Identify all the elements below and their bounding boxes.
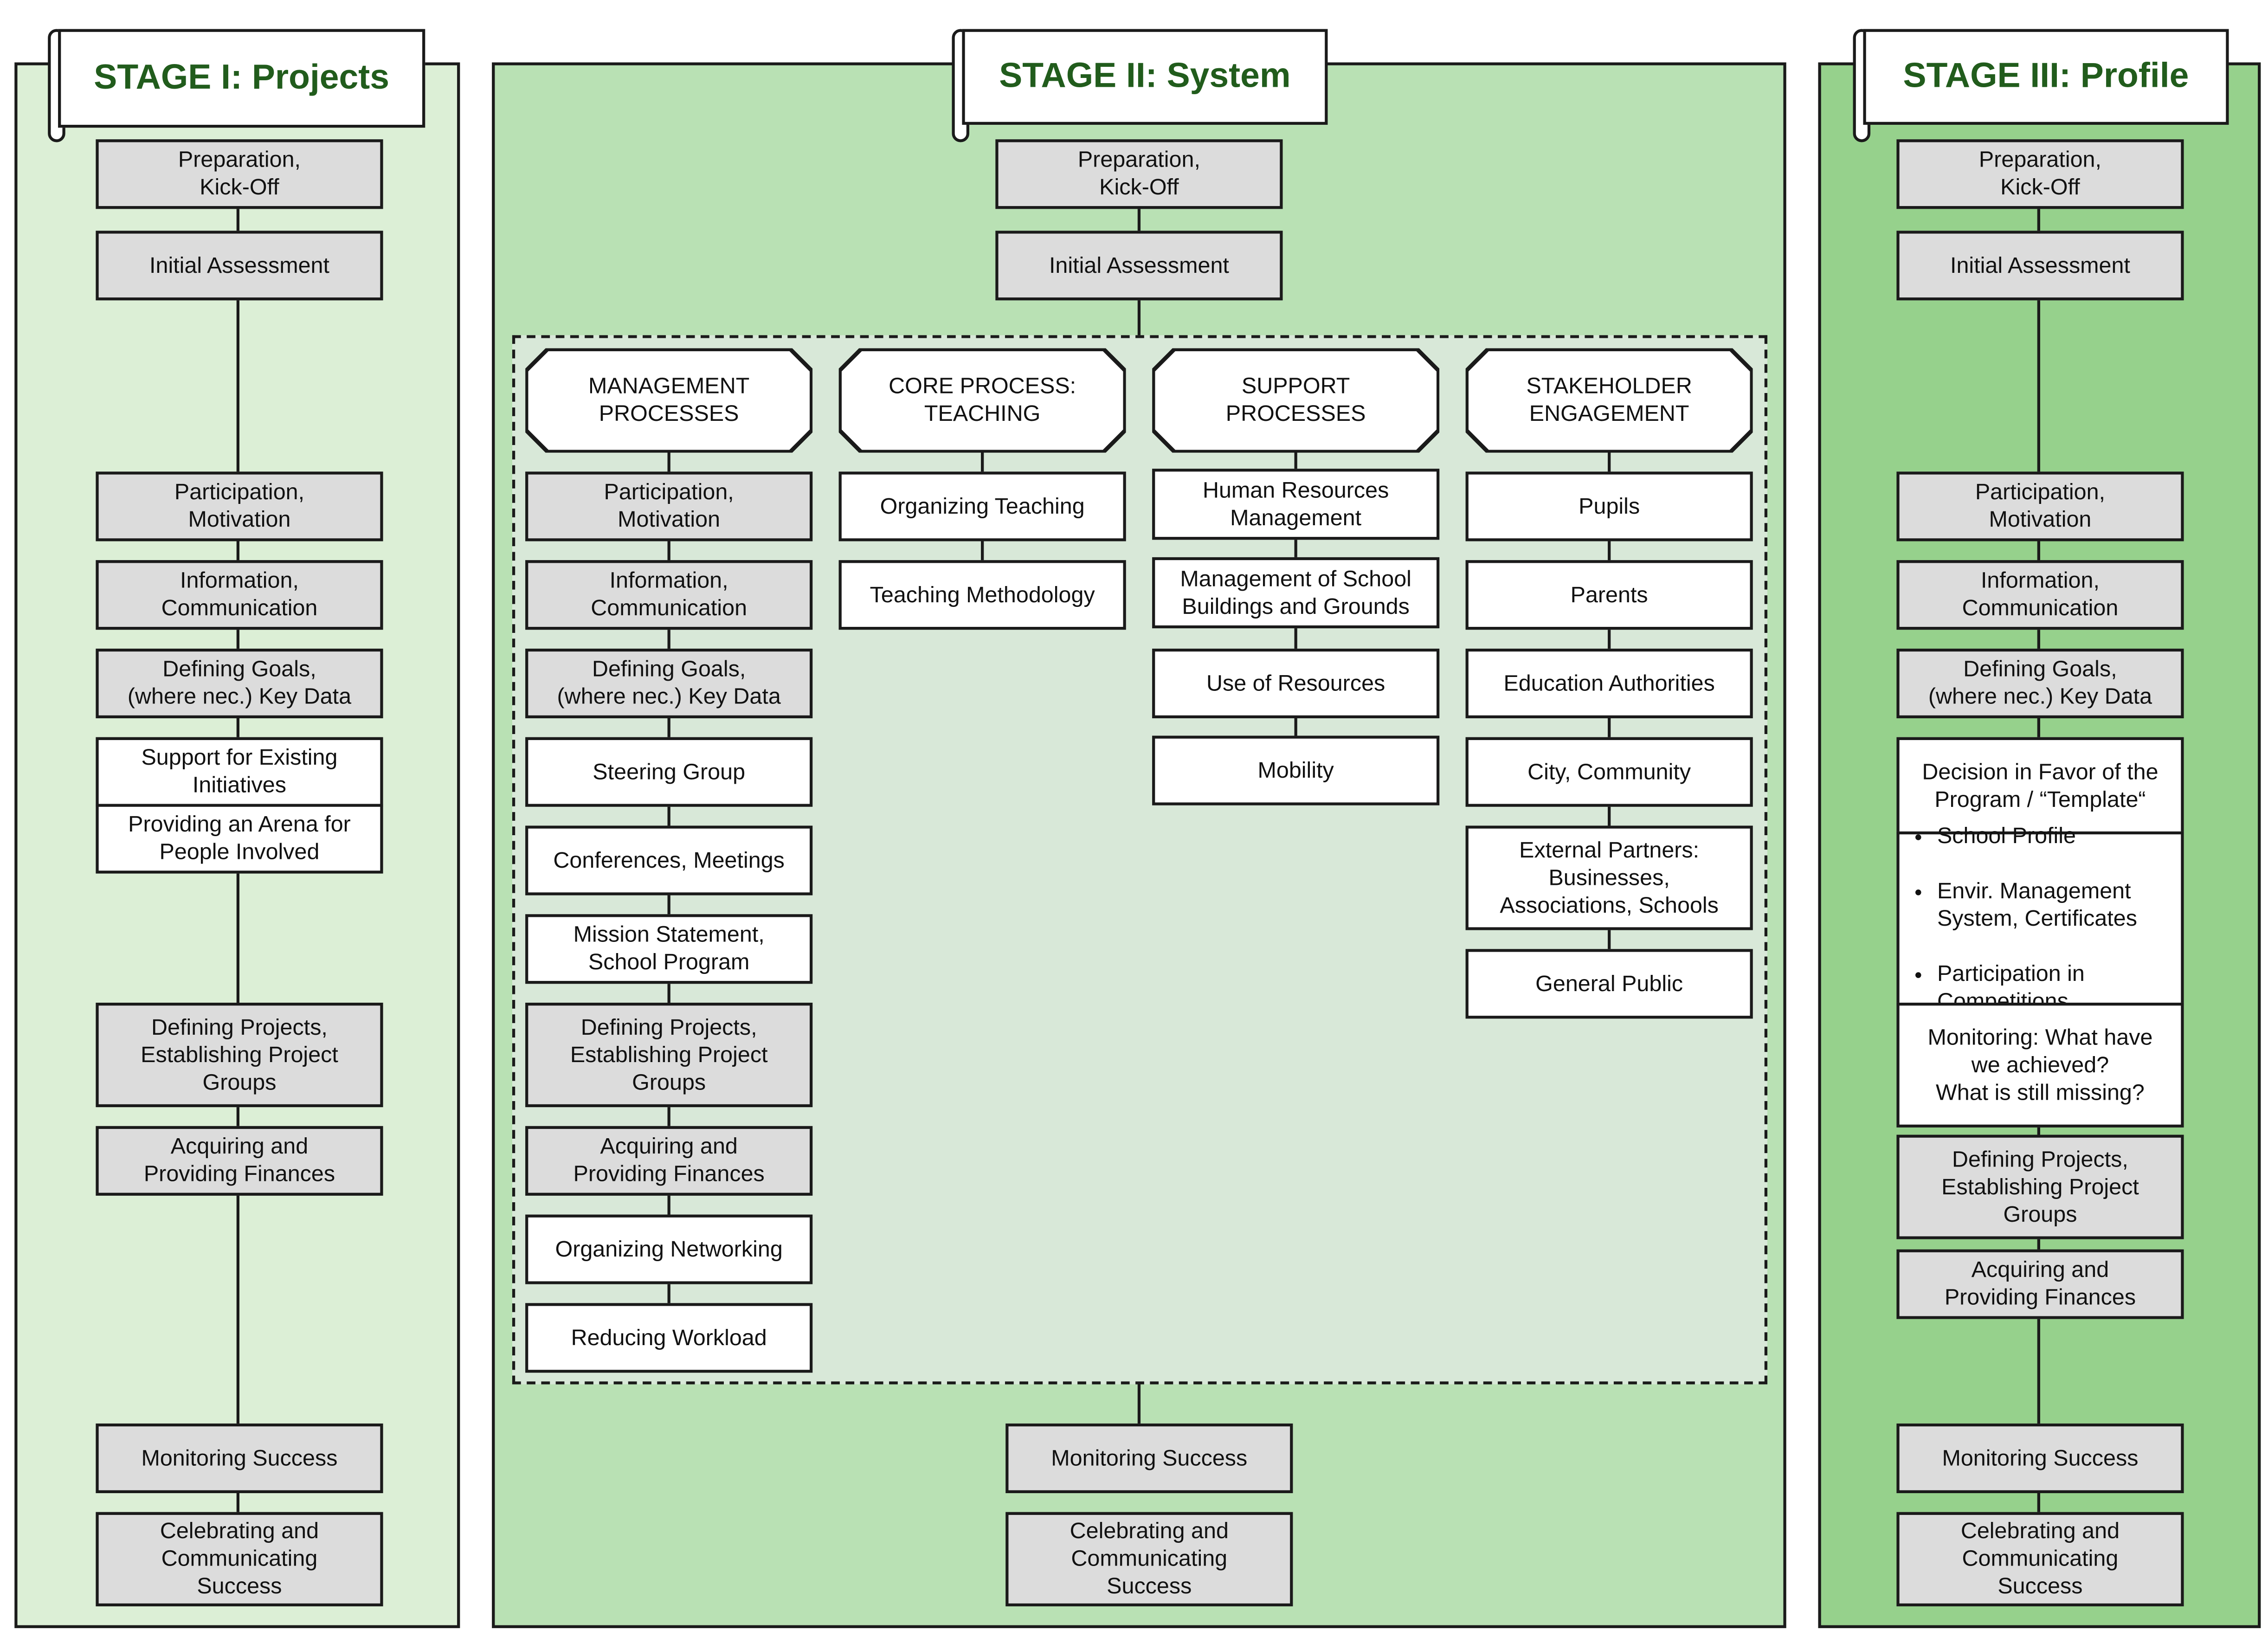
stage1-defining-projects-box: Defining Projects, Establishing Project … (96, 1002, 383, 1108)
stage2-initial-assessment-box: Initial Assessment (995, 231, 1283, 301)
stage1-title: STAGE I: Projects (58, 29, 425, 128)
stage3-defining-goals-box: Defining Goals, (where nec.) Key Data (1896, 648, 2184, 719)
management-item: Mission Statement, School Program (525, 914, 813, 984)
management-item: Reducing Workload (525, 1303, 813, 1373)
stage3-profile-list-box: School Profile Envir. Management System,… (1896, 824, 2184, 1013)
support-item: Mobility (1152, 735, 1440, 806)
management-item: Acquiring and Providing Finances (525, 1126, 813, 1196)
stage2-celebrating-box: Celebrating and Communicating Success (1005, 1512, 1293, 1606)
stakeholder-item: Education Authorities (1465, 648, 1753, 719)
management-item: Participation, Motivation (525, 471, 813, 541)
management-item: Conferences, Meetings (525, 825, 813, 896)
profile-list-item: School Profile (1937, 822, 2137, 850)
stage1-initial-assessment-box: Initial Assessment (96, 231, 383, 301)
stage3-monitoring-box: Monitoring Success (1896, 1423, 2184, 1493)
stakeholder-item: Parents (1465, 560, 1753, 630)
stage3-defining-projects-box: Defining Projects, Establishing Project … (1896, 1134, 2184, 1239)
stage3-finances-box: Acquiring and Providing Finances (1896, 1249, 2184, 1319)
management-item: Information, Communication (525, 560, 813, 630)
stage3-profile-list: School Profile Envir. Management System,… (1905, 794, 2137, 1043)
management-item: Organizing Networking (525, 1214, 813, 1284)
stage3-decision-box: Decision in Favor of the Program / “Temp… (1896, 737, 2184, 835)
management-item: Steering Group (525, 737, 813, 807)
stakeholder-item: City, Community (1465, 737, 1753, 807)
stage3-title: STAGE III: Profile (1863, 29, 2229, 125)
management-item: Defining Goals, (where nec.) Key Data (525, 648, 813, 719)
stage3-celebrating-box: Celebrating and Communicating Success (1896, 1512, 2184, 1606)
stage2-bottom-connector (1137, 1381, 1141, 1428)
stage2-preparation-box: Preparation, Kick-Off (995, 139, 1283, 209)
stage1-participation-box: Participation, Motivation (96, 471, 383, 541)
stage1-information-box: Information, Communication (96, 560, 383, 630)
core-item: Teaching Methodology (838, 560, 1126, 630)
stage3-participation-box: Participation, Motivation (1896, 471, 2184, 541)
stage1-defining-goals-box: Defining Goals, (where nec.) Key Data (96, 648, 383, 719)
stage1-monitoring-box: Monitoring Success (96, 1423, 383, 1493)
stakeholder-header: STAKEHOLDER ENGAGEMENT (1469, 351, 1750, 450)
stage1-preparation-box: Preparation, Kick-Off (96, 139, 383, 209)
support-item: Human Resources Management (1152, 469, 1440, 540)
support-item: Management of School Buildings and Groun… (1152, 557, 1440, 629)
support-header: SUPPORT PROCESSES (1155, 351, 1437, 450)
stakeholder-item: Pupils (1465, 471, 1753, 541)
core-item: Organizing Teaching (838, 471, 1126, 541)
stakeholder-item: General Public (1465, 949, 1753, 1019)
core-header: CORE PROCESS: TEACHING (842, 351, 1123, 450)
stage2-monitoring-box: Monitoring Success (1005, 1423, 1293, 1493)
stage1-celebrating-box: Celebrating and Communicating Success (96, 1512, 383, 1606)
stage1-finances-box: Acquiring and Providing Finances (96, 1126, 383, 1196)
support-item: Use of Resources (1152, 648, 1440, 719)
stage3-information-box: Information, Communication (1896, 560, 2184, 630)
management-header: MANAGEMENT PROCESSES (528, 351, 810, 450)
stage1-support-initiatives-box: Support for Existing Initiatives (96, 737, 383, 807)
stage3-initial-assessment-box: Initial Assessment (1896, 231, 2184, 301)
stakeholder-item: External Partners: Businesses, Associati… (1465, 825, 1753, 930)
management-item: Defining Projects, Establishing Project … (525, 1002, 813, 1108)
stage1-arena-box: Providing an Arena for People Involved (96, 804, 383, 874)
stage2-title: STAGE II: System (962, 29, 1328, 125)
profile-list-item: Envir. Management System, Certificates (1937, 877, 2137, 932)
stage3-monitoring-question-box: Monitoring: What have we achieved? What … (1896, 1002, 2184, 1128)
stage3-preparation-box: Preparation, Kick-Off (1896, 139, 2184, 209)
